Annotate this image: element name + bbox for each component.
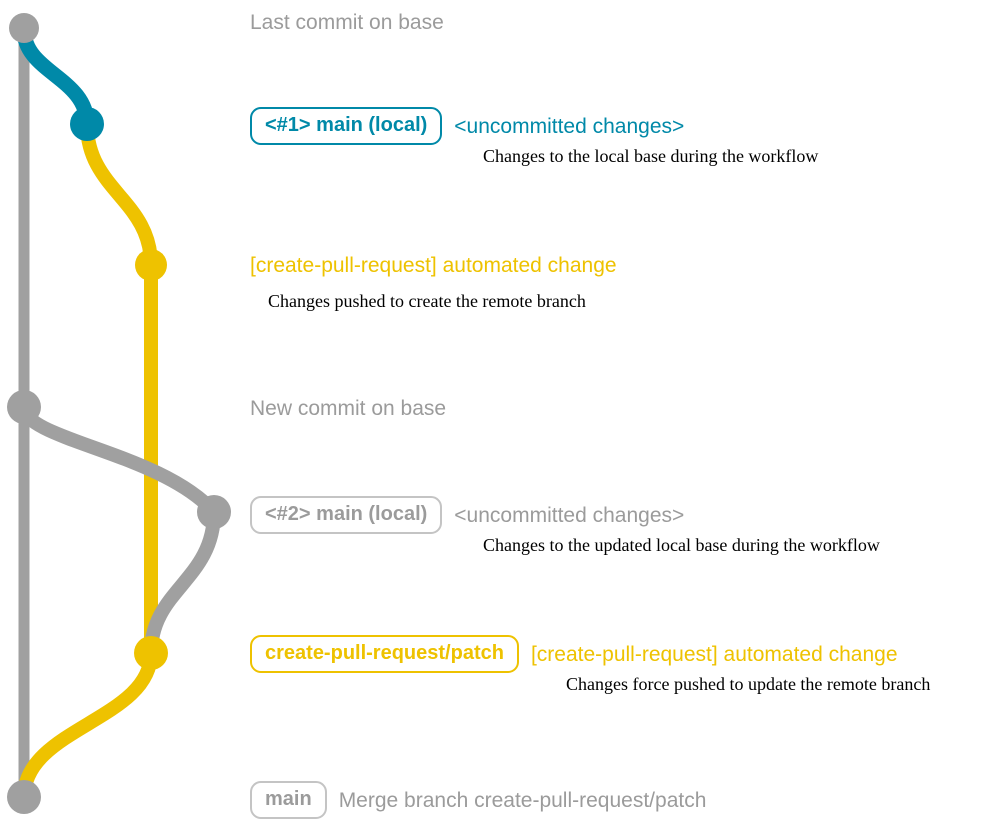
badge-local-main-1[interactable]: <#1> main (local) bbox=[250, 107, 443, 145]
badge-create-pull-request-patch[interactable]: create-pull-request/patch bbox=[250, 635, 519, 673]
headline-last-commit-on-base: Last commit on base bbox=[250, 11, 444, 34]
row-last-commit-on-base: Last commit on base bbox=[250, 10, 444, 36]
node-base-last-commit[interactable] bbox=[9, 13, 39, 43]
row-new-commit-on-base: New commit on base bbox=[250, 396, 446, 422]
headline-automated-change-1: [create-pull-request] automated change bbox=[250, 254, 617, 277]
label-line-main-merge: main Merge branch create-pull-request/pa… bbox=[250, 781, 706, 819]
node-local-main-2[interactable] bbox=[197, 495, 231, 529]
headline-new-commit-on-base: New commit on base bbox=[250, 397, 447, 420]
badge-main[interactable]: main bbox=[250, 781, 327, 819]
desc-local-main-1: Changes to the local base during the wor… bbox=[483, 146, 819, 166]
edge-patch2-to-merge bbox=[17, 646, 158, 804]
row-automated-change-1: [create-pull-request] automated change bbox=[250, 253, 617, 279]
badge-local-main-2[interactable]: <#2> main (local) bbox=[250, 496, 443, 534]
commit-graph bbox=[7, 13, 231, 814]
note-merge-branch: Merge branch create-pull-request/patch bbox=[338, 788, 707, 812]
desc-automated-change-2: Changes force pushed to update the remot… bbox=[566, 674, 931, 694]
edge-base2-to-local2 bbox=[17, 400, 221, 519]
node-local-main-1[interactable] bbox=[70, 107, 104, 141]
label-line-local-main-1: <#1> main (local) <uncommitted changes> bbox=[250, 107, 684, 145]
node-patch-commit-1[interactable] bbox=[135, 249, 167, 281]
desc-local-main-2: Changes to the updated local base during… bbox=[483, 535, 880, 555]
label-line-local-main-2: <#2> main (local) <uncommitted changes> bbox=[250, 496, 684, 534]
node-base-new-commit[interactable] bbox=[7, 390, 41, 424]
node-base-merge-commit[interactable] bbox=[7, 780, 41, 814]
edge-local1-to-patch1 bbox=[80, 117, 158, 272]
row-main-merge: main Merge branch create-pull-request/pa… bbox=[250, 781, 706, 819]
row-local-main-1: <#1> main (local) <uncommitted changes> bbox=[250, 107, 684, 145]
row-create-pull-request-patch: create-pull-request/patch [create-pull-r… bbox=[250, 635, 898, 673]
row-local-main-2: <#2> main (local) <uncommitted changes> bbox=[250, 496, 684, 534]
node-patch-commit-2[interactable] bbox=[134, 636, 168, 670]
desc-automated-change-1: Changes pushed to create the remote bran… bbox=[268, 291, 586, 311]
note-uncommitted-changes-1: <uncommitted changes> bbox=[454, 114, 685, 138]
note-uncommitted-changes-2: <uncommitted changes> bbox=[454, 503, 685, 527]
label-line-create-pull-request-patch: create-pull-request/patch [create-pull-r… bbox=[250, 635, 898, 673]
edge-local2-to-patch2 bbox=[144, 505, 221, 660]
note-automated-change-2: [create-pull-request] automated change bbox=[530, 642, 898, 666]
